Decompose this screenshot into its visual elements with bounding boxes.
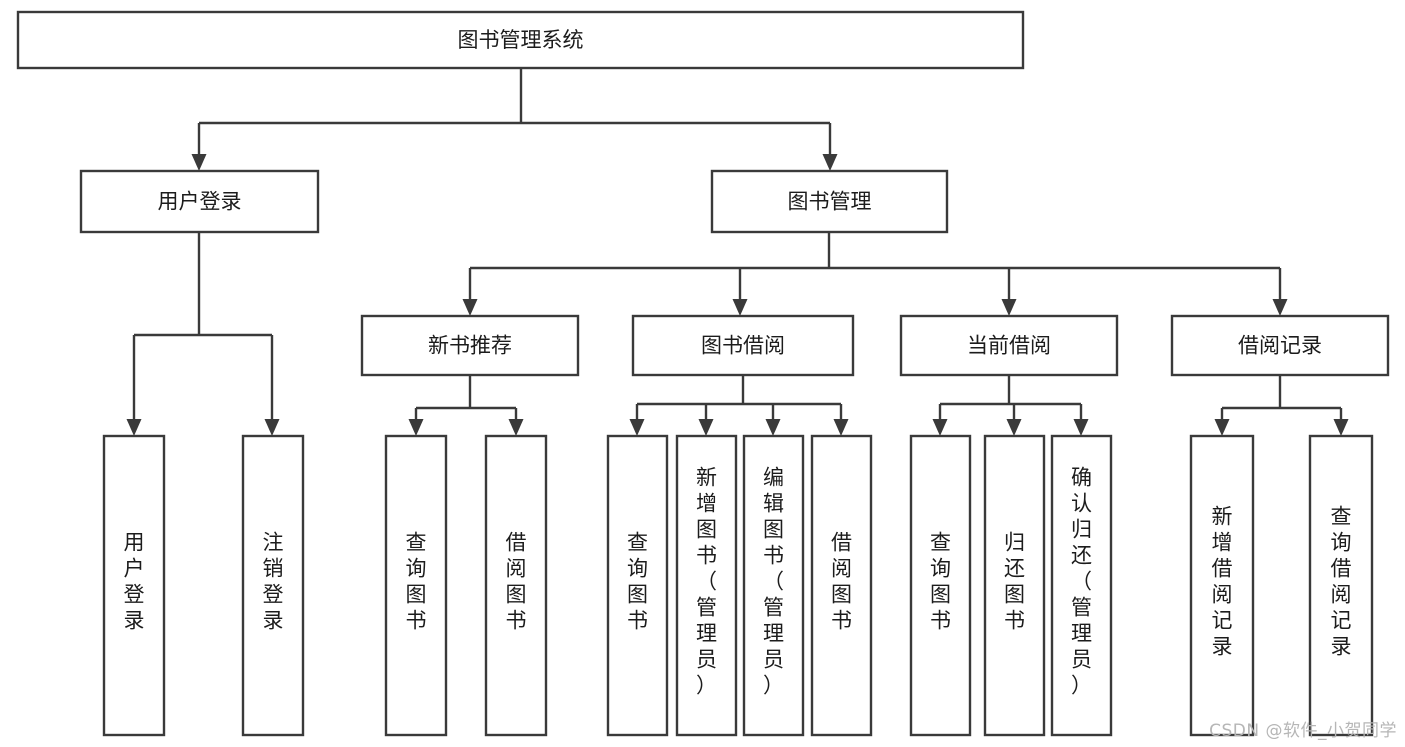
node-leaf-logout-label: 注销登录 — [263, 531, 284, 633]
node-borrow-record-box[interactable] — [1170, 314, 1390, 377]
node-leaf-add-book[interactable]: 新增图书（管理员） — [675, 434, 738, 737]
node-leaf-rec-query-label: 查询图书 — [406, 531, 427, 633]
node-leaf-return-book[interactable]: 归还图书 — [983, 434, 1046, 737]
node-leaf-rec-borrow-box[interactable] — [484, 434, 548, 737]
node-leaf-borrow-book-label: 借阅图书 — [831, 531, 852, 633]
node-current-borrow-box[interactable] — [899, 314, 1119, 377]
node-leaf-add-record[interactable]: 新增借阅记录 — [1189, 434, 1255, 737]
connector-user-login-bus — [126, 232, 280, 436]
node-leaf-add-record-label: 新增借阅记录 — [1212, 505, 1233, 659]
arrow-head-icon — [1333, 419, 1349, 436]
arrow-head-icon — [191, 154, 207, 171]
node-user-login[interactable]: 用户登录 — [79, 169, 320, 234]
node-leaf-edit-book-label: 编辑图书（管理员） — [763, 466, 784, 698]
arrow-head-icon — [932, 419, 948, 436]
arrow-head-icon — [732, 299, 748, 316]
node-leaf-cur-query[interactable]: 查询图书 — [909, 434, 972, 737]
node-user-login-label: 用户登录 — [158, 190, 242, 214]
node-layer: 图书管理系统用户登录图书管理新书推荐图书借阅当前借阅借阅记录用户登录注销登录查询… — [16, 10, 1390, 737]
arrow-head-icon — [1214, 419, 1230, 436]
node-leaf-query-record-label: 查询借阅记录 — [1331, 505, 1352, 659]
arrow-head-icon — [462, 299, 478, 316]
node-leaf-user-login-label: 用户登录 — [124, 531, 145, 633]
node-leaf-confirm-return-label: 确认归还（管理员） — [1071, 466, 1092, 698]
connector-borrow-record-bus — [1214, 375, 1349, 436]
node-leaf-user-login[interactable]: 用户登录 — [102, 434, 166, 737]
node-leaf-user-login-box[interactable] — [102, 434, 166, 737]
arrow-head-icon — [822, 154, 838, 171]
node-current-borrow-label: 当前借阅 — [967, 334, 1051, 358]
arrow-head-icon — [1006, 419, 1022, 436]
arrow-head-icon — [765, 419, 781, 436]
node-root-label: 图书管理系统 — [458, 28, 584, 52]
arrow-head-icon — [264, 419, 280, 436]
node-current-borrow[interactable]: 当前借阅 — [899, 314, 1119, 377]
arrow-head-icon — [833, 419, 849, 436]
node-borrow-record[interactable]: 借阅记录 — [1170, 314, 1390, 377]
node-leaf-edit-book-box[interactable] — [742, 434, 805, 737]
arrow-head-icon — [698, 419, 714, 436]
arrow-head-icon — [1272, 299, 1288, 316]
node-leaf-rec-borrow[interactable]: 借阅图书 — [484, 434, 548, 737]
connector-book-manage-bus — [462, 232, 1288, 316]
node-leaf-edit-book[interactable]: 编辑图书（管理员） — [742, 434, 805, 737]
node-leaf-add-book-label: 新增图书（管理员） — [696, 466, 717, 698]
node-leaf-confirm-return[interactable]: 确认归还（管理员） — [1050, 434, 1113, 737]
node-new-book-rec-box[interactable] — [360, 314, 580, 377]
node-leaf-logout[interactable]: 注销登录 — [241, 434, 305, 737]
node-borrow-record-label: 借阅记录 — [1238, 334, 1322, 358]
node-leaf-borrow-book-box[interactable] — [810, 434, 873, 737]
connector-layer — [126, 68, 1349, 436]
node-leaf-return-book-box[interactable] — [983, 434, 1046, 737]
arrow-head-icon — [629, 419, 645, 436]
node-new-book-rec-label: 新书推荐 — [428, 334, 512, 358]
node-leaf-logout-box[interactable] — [241, 434, 305, 737]
node-new-book-rec[interactable]: 新书推荐 — [360, 314, 580, 377]
node-leaf-query-record-box[interactable] — [1308, 434, 1374, 737]
arrow-head-icon — [1073, 419, 1089, 436]
connector-current-borrow-bus — [932, 375, 1089, 436]
node-book-manage[interactable]: 图书管理 — [710, 169, 949, 234]
node-leaf-cur-query-box[interactable] — [909, 434, 972, 737]
connector-root-bus — [191, 68, 838, 171]
node-leaf-cur-query-label: 查询图书 — [930, 531, 951, 633]
node-leaf-borrow-book[interactable]: 借阅图书 — [810, 434, 873, 737]
node-leaf-add-record-box[interactable] — [1189, 434, 1255, 737]
node-leaf-borrow-query-label: 查询图书 — [627, 531, 648, 633]
node-leaf-add-book-box[interactable] — [675, 434, 738, 737]
node-book-borrow-label: 图书借阅 — [701, 334, 785, 358]
node-leaf-query-record[interactable]: 查询借阅记录 — [1308, 434, 1374, 737]
node-leaf-rec-query-box[interactable] — [384, 434, 448, 737]
arrow-head-icon — [126, 419, 142, 436]
node-leaf-rec-borrow-label: 借阅图书 — [506, 531, 527, 633]
node-leaf-borrow-query-box[interactable] — [606, 434, 669, 737]
node-leaf-borrow-query[interactable]: 查询图书 — [606, 434, 669, 737]
arrow-head-icon — [1001, 299, 1017, 316]
arrow-head-icon — [508, 419, 524, 436]
node-root[interactable]: 图书管理系统 — [16, 10, 1025, 70]
node-root-box[interactable] — [16, 10, 1025, 70]
node-book-manage-box[interactable] — [710, 169, 949, 234]
arrow-head-icon — [408, 419, 424, 436]
node-book-borrow[interactable]: 图书借阅 — [631, 314, 855, 377]
connector-new-book-rec-bus — [408, 375, 524, 436]
node-leaf-rec-query[interactable]: 查询图书 — [384, 434, 448, 737]
node-leaf-confirm-return-box[interactable] — [1050, 434, 1113, 737]
node-user-login-box[interactable] — [79, 169, 320, 234]
node-book-borrow-box[interactable] — [631, 314, 855, 377]
node-book-manage-label: 图书管理 — [788, 190, 872, 214]
node-leaf-return-book-label: 归还图书 — [1004, 531, 1025, 633]
connector-book-borrow-bus — [629, 375, 849, 436]
